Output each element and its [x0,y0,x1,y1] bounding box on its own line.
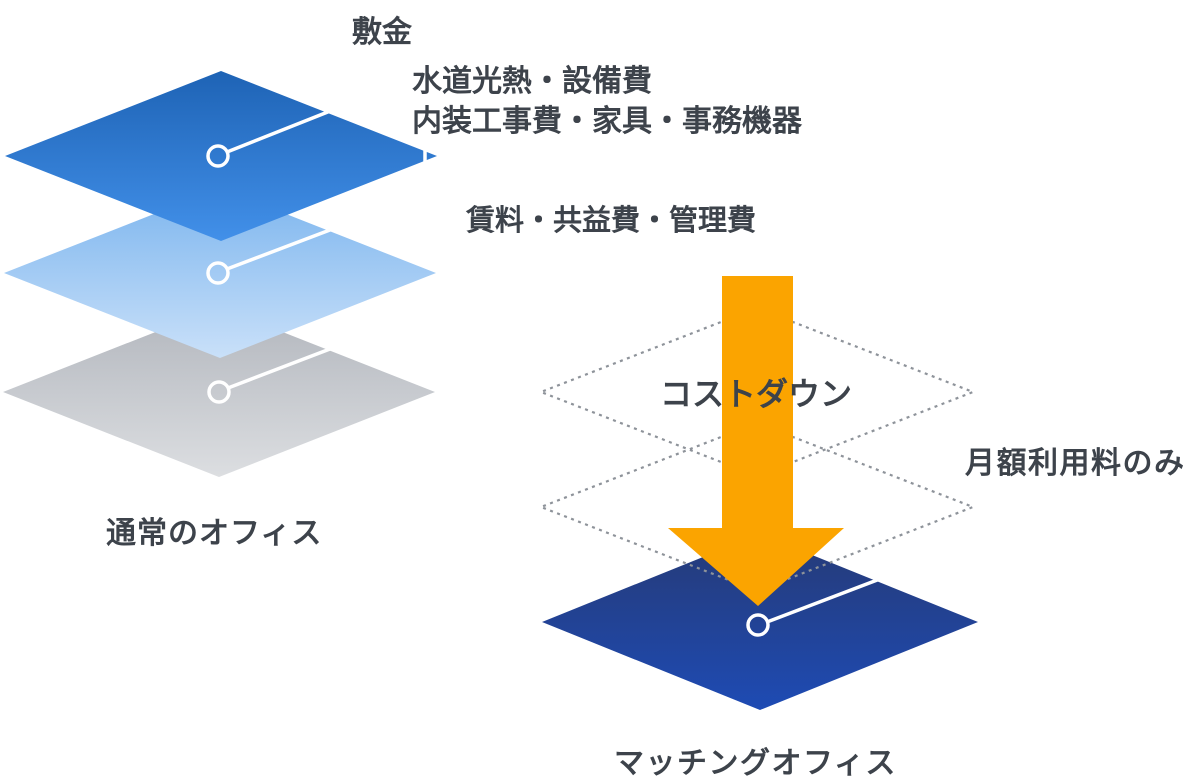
cost-down-label: コストダウン [660,376,853,412]
utilities-label: 水道光熱・設備費 内装工事費・家具・事務機器 [412,62,802,142]
deposit-layer-diamond [5,71,437,241]
monthly-fee-label: 月額利用料のみ [965,447,1186,480]
matching-office-caption: マッチングオフィス [614,747,897,780]
utilities-label-line2: 内装工事費・家具・事務機器 [412,105,802,138]
rent-label: 賃料・共益費・管理費 [466,205,757,237]
deposit-label: 敷金 [352,16,412,49]
normal-office-caption: 通常のオフィス [106,517,323,550]
utilities-label-line1: 水道光熱・設備費 [412,65,652,98]
cost-down-arrow-icon [668,276,844,606]
